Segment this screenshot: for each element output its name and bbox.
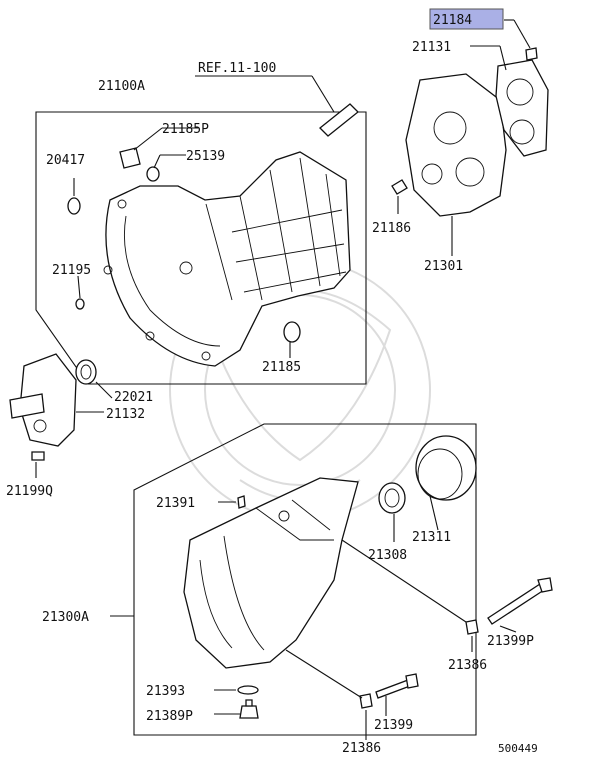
oil-seal-21308 [378,482,406,514]
label-21195[interactable]: 21195 [52,263,91,278]
pin-21186 [391,179,408,195]
gasket-21131 [495,59,549,157]
label-21100A[interactable]: 21100A [98,79,145,94]
label-21386-b[interactable]: 21386 [342,741,381,756]
upper-housing-frame [35,111,367,385]
dowel-21195 [75,298,85,310]
part-labels: 21184 21131 REF.11-100 21100A 21185P 204… [6,13,538,756]
extension-housing-21300A [183,477,359,669]
nut-21386-b [359,693,373,709]
sleeve-21311 [415,435,477,501]
ref-tube-11-100 [319,103,359,137]
label-21185P[interactable]: 21185P [162,122,209,137]
bolt-21184 [525,47,538,61]
seal-20417 [67,197,81,215]
oring-25139 [146,166,160,182]
lower-housing-frame [133,423,477,736]
nut-21386-a [465,619,479,635]
seal-21185 [283,321,301,343]
stud-21391 [237,495,246,509]
label-20417[interactable]: 20417 [46,153,85,168]
label-21300A[interactable]: 21300A [42,610,89,625]
label-21399[interactable]: 21399 [374,718,413,733]
gasket-21393 [237,685,259,695]
long-bolt-21399P [487,577,553,625]
bolt-21399 [375,673,419,699]
label-21301[interactable]: 21301 [424,259,463,274]
highlight-box-21184 [429,8,504,30]
front-cover-21132 [9,353,77,447]
label-25139[interactable]: 25139 [186,149,225,164]
bolt-21199Q [31,451,45,461]
label-21386-a[interactable]: 21386 [448,658,487,673]
oil-seal-22021 [75,359,97,385]
drain-plug-21389P [239,699,259,719]
label-21132[interactable]: 21132 [106,407,145,422]
label-21389P[interactable]: 21389P [146,709,193,724]
label-21184[interactable]: 21184 [433,13,472,28]
label-21311[interactable]: 21311 [412,530,451,545]
plug-21185P [119,147,141,169]
label-21199Q[interactable]: 21199Q [6,484,53,499]
diagram-id: 500449 [498,742,538,755]
label-21186[interactable]: 21186 [372,221,411,236]
transmission-case-21100A [103,151,351,367]
label-21308[interactable]: 21308 [368,548,407,563]
label-22021[interactable]: 22021 [114,390,153,405]
leader-lines [35,19,531,740]
label-21131[interactable]: 21131 [412,40,451,55]
label-21185[interactable]: 21185 [262,360,301,375]
adapter-plate-21301 [405,73,507,217]
label-21391[interactable]: 21391 [156,496,195,511]
label-21399P[interactable]: 21399P [487,634,534,649]
label-21393[interactable]: 21393 [146,684,185,699]
label-ref-11-100[interactable]: REF.11-100 [198,61,276,76]
